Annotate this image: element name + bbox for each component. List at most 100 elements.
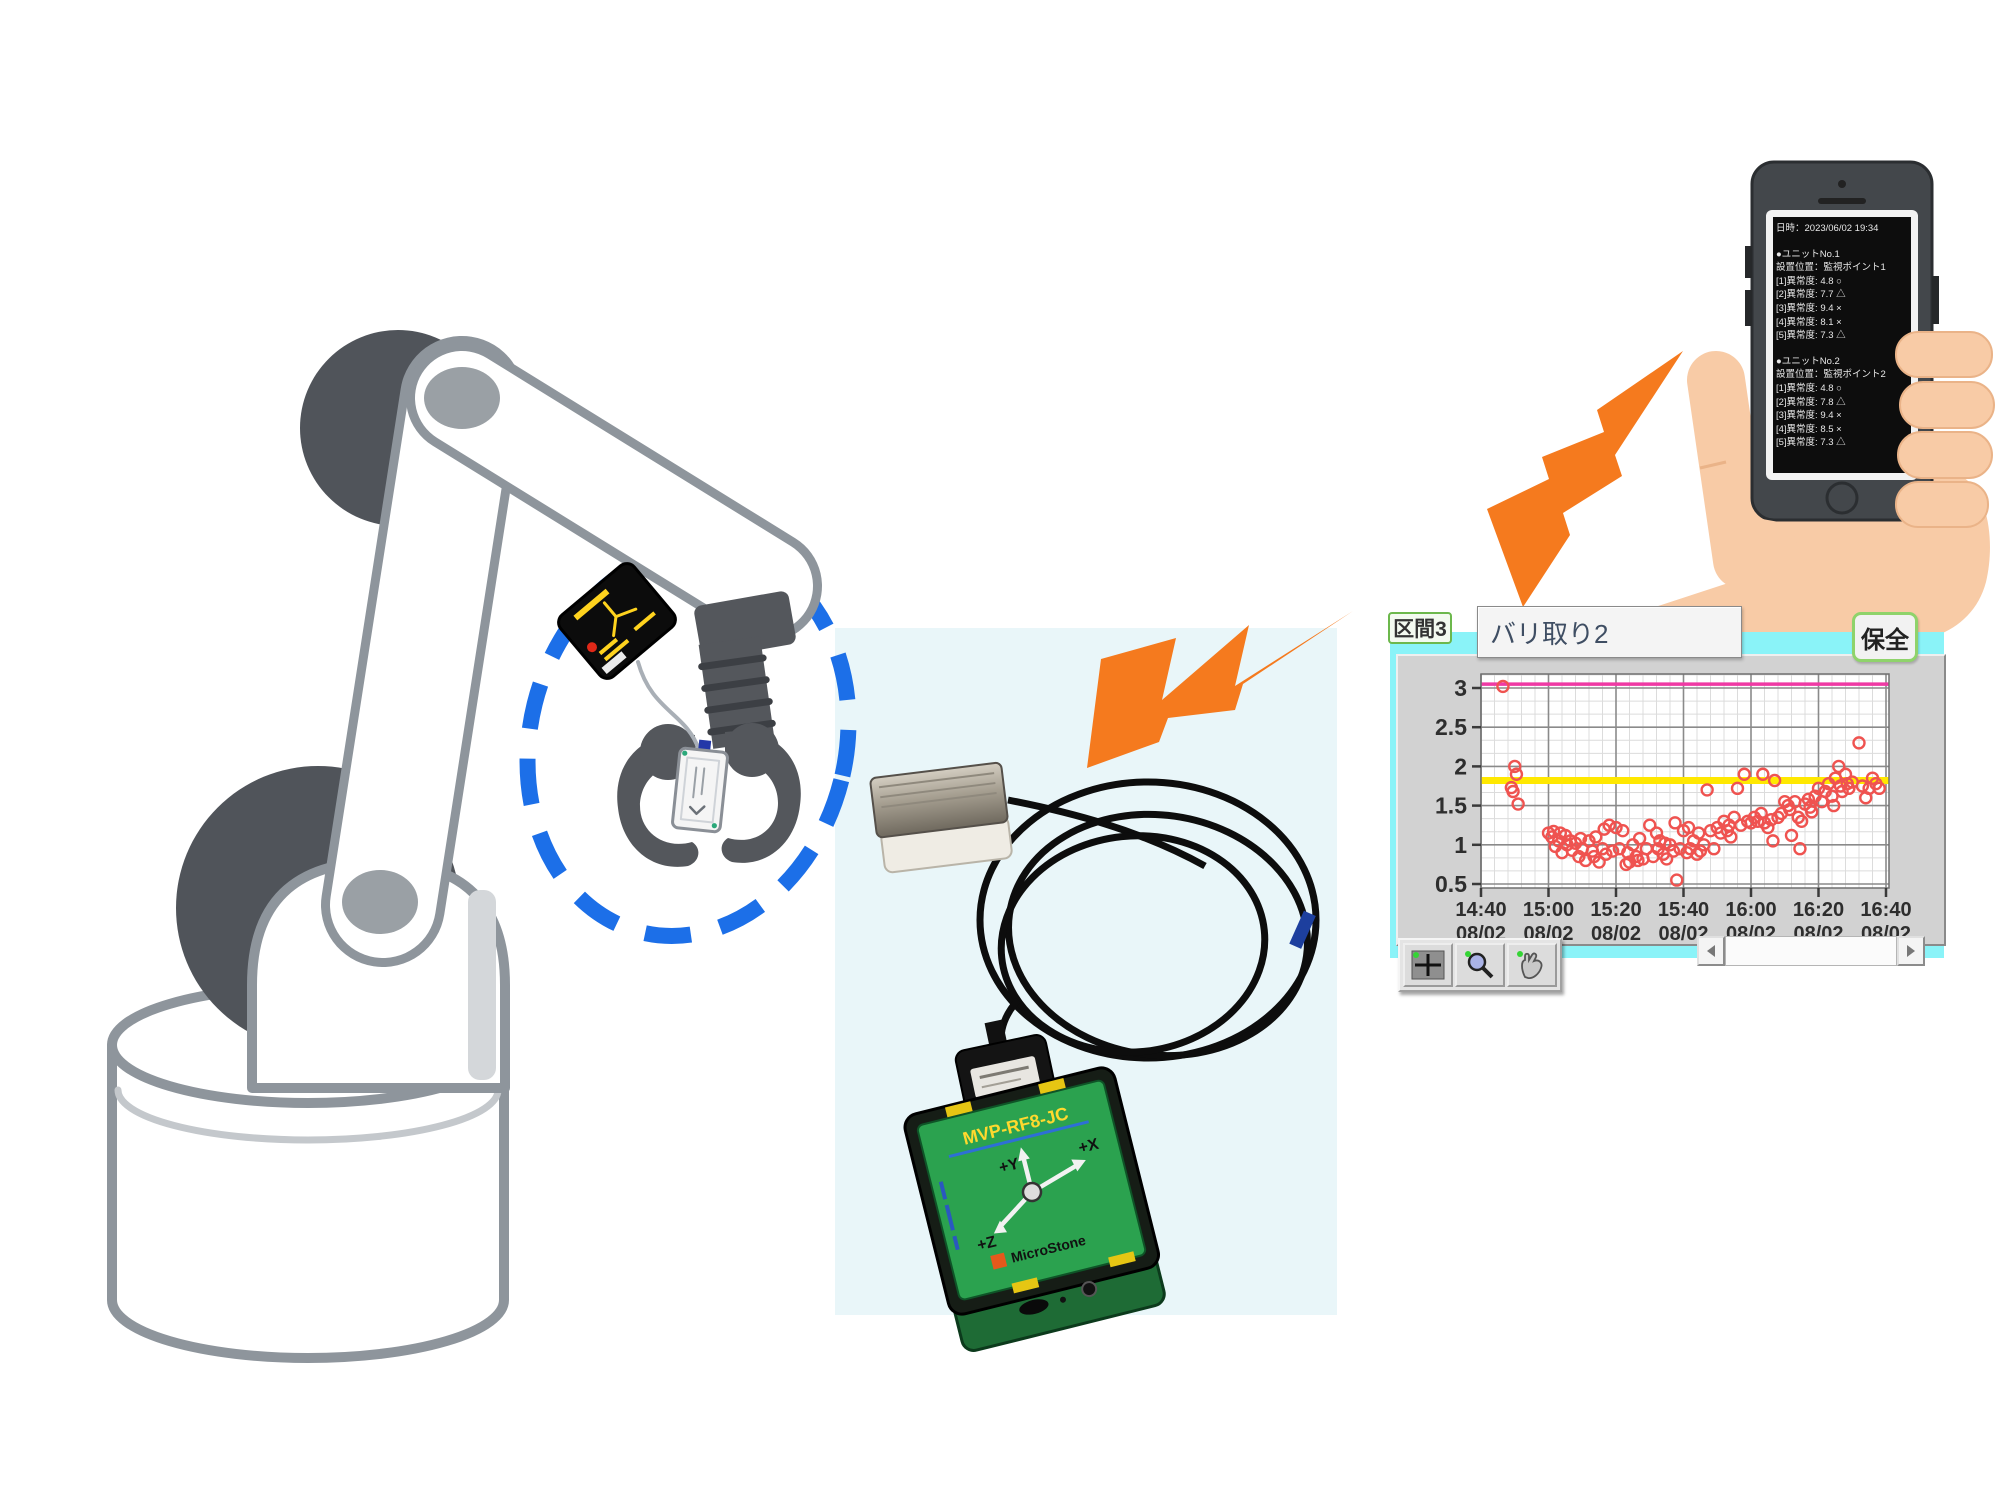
forearm bbox=[415, 351, 813, 633]
data-point bbox=[1659, 852, 1674, 866]
data-point bbox=[1592, 855, 1606, 869]
chart-title-field[interactable]: バリ取り2 bbox=[1477, 606, 1742, 658]
y-tick-label: 1 bbox=[1454, 832, 1467, 858]
phone-text-line: [1]異常度: 4.8 ○ bbox=[1776, 275, 1842, 287]
phone-text-line: 日時：2023/06/02 19:34 bbox=[1776, 223, 1879, 234]
data-point bbox=[1509, 767, 1524, 781]
data-point bbox=[1761, 820, 1775, 835]
hand-icon bbox=[1517, 951, 1543, 980]
maintenance-button[interactable]: 保全 bbox=[1852, 612, 1918, 662]
data-point bbox=[1794, 814, 1809, 828]
wireless-bolt-left bbox=[1087, 611, 1353, 768]
phone-text-line: 設置位置：監視ポイント1 bbox=[1776, 262, 1886, 274]
data-point bbox=[1506, 784, 1520, 799]
pan-tool-button[interactable] bbox=[1507, 943, 1557, 987]
data-point bbox=[1632, 831, 1647, 846]
data-point bbox=[1508, 759, 1522, 774]
data-point bbox=[1756, 767, 1770, 781]
data-point bbox=[1838, 767, 1853, 781]
x-tick-label: 14:40 bbox=[1455, 899, 1506, 921]
data-point bbox=[1643, 818, 1657, 832]
scroll-left-button[interactable] bbox=[1697, 936, 1725, 966]
phone-text-line: 設置位置：監視ポイント2 bbox=[1776, 369, 1886, 381]
x-tick-label: 16:20 bbox=[1793, 899, 1844, 921]
data-point bbox=[1751, 814, 1765, 828]
scrollbar-track[interactable] bbox=[1725, 936, 1897, 966]
sensor-cable-coil bbox=[976, 778, 1320, 1062]
thumb-heel bbox=[1729, 515, 1834, 660]
data-point bbox=[1609, 820, 1623, 835]
sensor-transmitter-box: MVP-RF8-JC +Y +X +Z MicroStone bbox=[903, 1066, 1166, 1352]
attached-transmitter bbox=[557, 562, 677, 680]
data-point bbox=[1589, 830, 1603, 844]
data-point bbox=[1666, 844, 1681, 858]
robot-gripper bbox=[617, 591, 801, 867]
phone-text-line: [3]異常度: 9.4 × bbox=[1776, 410, 1842, 422]
robot-arm-illustration bbox=[107, 330, 857, 1363]
data-point bbox=[1602, 818, 1616, 832]
upper-arm bbox=[330, 345, 515, 958]
shoulder-pivot bbox=[342, 870, 418, 934]
data-point bbox=[1784, 828, 1799, 843]
phone-speaker bbox=[1818, 198, 1866, 204]
interval-indicator[interactable]: 区間3 bbox=[1388, 612, 1452, 644]
hand-holding-phone bbox=[1624, 160, 1995, 700]
phone-camera bbox=[1838, 180, 1846, 188]
phone-text-line: [1]異常度: 4.8 ○ bbox=[1776, 382, 1842, 394]
phone-text-line: [5]異常度: 7.3 △ bbox=[1776, 330, 1846, 342]
graph-palette bbox=[1398, 938, 1562, 992]
data-point bbox=[1826, 798, 1841, 813]
data-point bbox=[1605, 844, 1620, 858]
data-point bbox=[1805, 805, 1819, 819]
scroll-right-icon bbox=[1907, 945, 1915, 957]
magnifier-icon bbox=[1465, 951, 1494, 979]
phone-text-line: [2]異常度: 7.7 △ bbox=[1776, 289, 1846, 301]
crosshair-tool-button[interactable] bbox=[1403, 943, 1453, 987]
scroll-right-button[interactable] bbox=[1897, 936, 1925, 966]
data-point bbox=[1572, 849, 1586, 864]
axis-z-label: +Z bbox=[975, 1233, 998, 1254]
zoom-tool-button[interactable] bbox=[1455, 943, 1505, 987]
cable-tie bbox=[1289, 910, 1316, 949]
crosshair-icon bbox=[1411, 950, 1445, 980]
axis-x-label: +X bbox=[1077, 1136, 1101, 1157]
data-point bbox=[1724, 830, 1738, 844]
y-tick-label: 2 bbox=[1454, 753, 1467, 779]
gripper-claw-left bbox=[617, 734, 699, 867]
column-shading bbox=[468, 890, 496, 1080]
phone-text-line: [5]異常度: 7.3 △ bbox=[1776, 437, 1846, 449]
y-tick-label: 0.5 bbox=[1435, 871, 1467, 897]
data-point bbox=[1764, 813, 1778, 827]
x-tick-label: 16:40 bbox=[1860, 899, 1911, 921]
data-point bbox=[1730, 781, 1745, 796]
data-point bbox=[1766, 834, 1780, 848]
data-point bbox=[1681, 820, 1696, 835]
phone-text-line: [4]異常度: 8.1 × bbox=[1776, 316, 1842, 328]
x-tick-sublabel: 08/02 bbox=[1658, 923, 1708, 945]
x-tick-label: 15:20 bbox=[1590, 899, 1641, 921]
data-point bbox=[1872, 781, 1886, 796]
elbow-pivot bbox=[424, 367, 500, 429]
wireless-bolt-right bbox=[1487, 351, 1683, 607]
data-point bbox=[1855, 779, 1870, 793]
phone-screen-text: 日時：2023/06/02 19:34 ●ユニットNo.1 設置位置：監視ポイント1… bbox=[1776, 222, 1910, 472]
y-tick-label: 2.5 bbox=[1435, 714, 1467, 740]
x-tick-label: 15:40 bbox=[1658, 899, 1709, 921]
gripper-claw-right bbox=[721, 731, 801, 863]
data-point bbox=[1767, 773, 1782, 788]
data-point bbox=[1727, 810, 1741, 825]
axis-y-label: +Y bbox=[997, 1156, 1021, 1177]
phone-home-button bbox=[1825, 481, 1859, 515]
chart-h-scrollbar[interactable] bbox=[1697, 936, 1925, 966]
data-point bbox=[1832, 759, 1846, 774]
data-point bbox=[1690, 847, 1704, 861]
y-tick-label: 3 bbox=[1454, 675, 1467, 701]
scatter-plot: 32.521.510.514:4008/0215:0008/0215:2008/… bbox=[1435, 673, 1912, 945]
data-point bbox=[1801, 792, 1816, 807]
y-tick-label: 1.5 bbox=[1435, 793, 1467, 819]
phone-text-line: ●ユニットNo.1 bbox=[1776, 248, 1840, 260]
data-point bbox=[1737, 767, 1751, 781]
fingers bbox=[1895, 331, 1995, 528]
